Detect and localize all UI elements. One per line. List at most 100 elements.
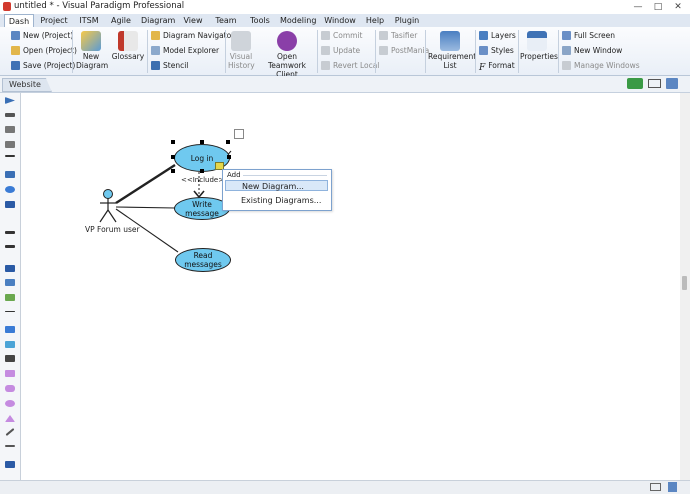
collaboration-tool-icon[interactable] [5, 279, 15, 286]
mail-icon[interactable] [650, 483, 661, 491]
vertical-scrollbar[interactable] [680, 93, 690, 480]
actor-tool-icon[interactable] [5, 171, 15, 178]
resize-handle-bl[interactable] [171, 169, 175, 173]
connector-arrow-icon[interactable] [5, 155, 15, 157]
menu-help[interactable]: Help [365, 16, 385, 25]
revert-local-button[interactable]: Revert Local [321, 61, 379, 70]
sub-diagram-icon[interactable] [215, 162, 224, 170]
association-login[interactable] [115, 163, 176, 205]
camera-tool-icon[interactable] [5, 355, 15, 362]
new-project-button[interactable]: New (Project) [11, 31, 73, 40]
open-teamwork-client-button[interactable]: Open Teamwork Client [259, 31, 315, 79]
diagram-overview-icon[interactable] [627, 78, 643, 89]
menu-project[interactable]: Project [40, 16, 68, 25]
package-tool-icon[interactable] [5, 265, 15, 272]
menu-agile[interactable]: Agile [111, 16, 131, 25]
system-tool-icon[interactable] [5, 201, 15, 208]
use-case-tool-icon[interactable] [5, 186, 15, 193]
manage-windows-button[interactable]: Manage Windows [562, 61, 640, 70]
menu-item-existing-diagrams[interactable]: Existing Diagrams... [241, 196, 322, 205]
update-button[interactable]: Update [321, 46, 360, 55]
new-diagram-icon [81, 31, 101, 51]
resize-handle-t[interactable] [200, 140, 204, 144]
glossary-icon [118, 31, 138, 51]
actor-left-leg [99, 209, 109, 223]
line-tool-icon[interactable] [5, 311, 15, 312]
new-diagram-button[interactable]: New Diagram [76, 31, 108, 70]
association-write[interactable] [115, 206, 176, 209]
menu-plugin[interactable]: Plugin [394, 16, 420, 25]
association-read[interactable] [115, 208, 179, 253]
align-tool-icon[interactable] [5, 113, 15, 117]
menu-team[interactable]: Team [215, 16, 237, 25]
menu-item-new-diagram[interactable]: New Diagram... [225, 180, 328, 191]
resize-handle-tl[interactable] [171, 140, 175, 144]
properties-button[interactable]: Properties [520, 31, 558, 61]
tab-website[interactable]: Website [2, 78, 52, 92]
model-explorer-button[interactable]: Model Explorer [151, 46, 219, 55]
usecase-read-messages[interactable]: Read messages [175, 248, 231, 272]
callout-tool-icon[interactable] [5, 370, 15, 377]
new-window-button[interactable]: New Window [562, 46, 622, 55]
actor-label: VP Forum user [85, 225, 140, 234]
visual-history-button[interactable]: Visual History [228, 31, 255, 70]
resize-handle-tr[interactable] [226, 140, 230, 144]
close-button[interactable]: ✕ [674, 2, 682, 12]
stencil-button[interactable]: Stencil [151, 61, 188, 70]
menu-view[interactable]: View [183, 16, 203, 25]
text-line-tool-icon[interactable] [5, 445, 15, 447]
actor-head-icon [103, 189, 113, 199]
fit-diagram-icon[interactable] [648, 79, 661, 88]
minimize-button[interactable]: — [633, 2, 643, 12]
diagram-navigator-button[interactable]: Diagram Navigator [151, 31, 234, 40]
tasifier-button[interactable]: Tasifier [379, 31, 417, 40]
diagram-canvas[interactable]: Log in Write message Read messages <<Inc… [21, 93, 680, 480]
layout-icon[interactable] [666, 78, 678, 89]
layers-button[interactable]: Layers [479, 31, 516, 40]
resize-handle-r[interactable] [227, 155, 231, 159]
select-tool-icon[interactable] [5, 97, 15, 104]
styles-icon [479, 46, 488, 55]
commit-button[interactable]: Commit [321, 31, 362, 40]
note-tool-icon[interactable] [5, 294, 15, 301]
ribbon-separator [425, 30, 426, 73]
glossary-button[interactable]: Glossary [111, 31, 145, 61]
image-tool-icon[interactable] [5, 341, 15, 348]
ribbon-toolbar [0, 27, 690, 76]
full-screen-button[interactable]: Full Screen [562, 31, 615, 40]
menu-tools[interactable]: Tools [250, 16, 270, 25]
scrollbar-thumb[interactable] [682, 276, 687, 290]
rounded-rect-tool-icon[interactable] [5, 385, 15, 392]
model-explorer-icon [151, 46, 160, 55]
triangle-tool-icon[interactable] [5, 415, 15, 422]
rectangle-tool-icon[interactable] [5, 326, 15, 333]
association-tool-icon[interactable] [5, 231, 15, 234]
menu-window[interactable]: Window [324, 16, 356, 25]
menu-diagram[interactable]: Diagram [141, 16, 176, 25]
menu-modeling[interactable]: Modeling [280, 16, 317, 25]
resize-handle-l[interactable] [171, 155, 175, 159]
resize-tool-icon[interactable] [5, 126, 15, 133]
maximize-button[interactable]: □ [653, 2, 663, 12]
teamwork-client-icon [277, 31, 297, 51]
distribute-tool-icon[interactable] [5, 141, 15, 148]
open-project-button[interactable]: Open (Project) [11, 46, 77, 55]
postmania-button[interactable]: PostMania [379, 46, 429, 55]
stencil-icon [151, 61, 160, 70]
requirement-list-button[interactable]: Requirement List [428, 31, 476, 70]
ribbon-separator [518, 30, 519, 73]
include-tool-icon[interactable] [5, 245, 15, 248]
title-bar: untitled * - Visual Paradigm Professiona… [0, 0, 690, 14]
manage-windows-icon [562, 61, 571, 70]
freehand-tool-icon[interactable] [5, 428, 15, 436]
document-icon[interactable] [668, 482, 677, 492]
resource-catalog-icon[interactable] [234, 129, 244, 139]
save-project-button[interactable]: Save (Project) [11, 61, 75, 70]
more-tools-icon[interactable] [5, 461, 15, 468]
ellipse-tool-icon[interactable] [5, 400, 15, 407]
menu-dash[interactable]: Dash [4, 14, 34, 28]
styles-button[interactable]: Styles [479, 46, 514, 55]
menu-itsm[interactable]: ITSM [79, 16, 99, 25]
resize-handle-b[interactable] [200, 169, 204, 173]
